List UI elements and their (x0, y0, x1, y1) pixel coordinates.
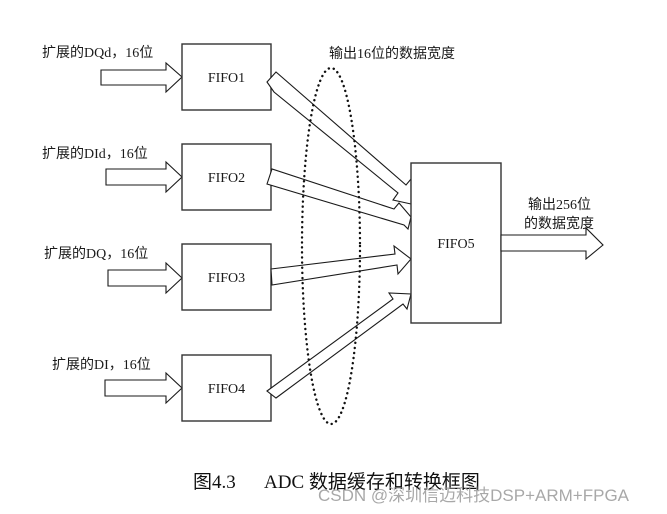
fifo1-label: FIFO1 (208, 71, 245, 86)
fifo5-box (410, 162, 502, 324)
group-width-label: 输出16位的数据宽度 (329, 45, 455, 62)
grouping-ellipse (300, 66, 362, 426)
csdn-watermark: CSDN @深圳信迈科技DSP+ARM+FPGA (318, 486, 630, 505)
input-label-di: 扩展的DI，16位 (52, 357, 151, 373)
fifo3-to-fifo5-arrow (270, 244, 412, 286)
output-width-label-line2: 的数据宽度 (524, 215, 594, 232)
output-arrow (500, 226, 604, 261)
fifo2-label: FIFO2 (208, 171, 245, 186)
input-arrow-2 (105, 160, 183, 194)
input-arrow-3 (107, 261, 183, 295)
input-label-dqd: 扩展的DQd，16位 (42, 45, 153, 61)
fifo3-box (181, 243, 272, 311)
output-width-label-line1: 输出256位 (528, 197, 591, 213)
figure-number: 图4.3 (193, 472, 236, 493)
figure-title: ADC 数据缓存和转换框图 (264, 471, 480, 493)
fifo1-box (181, 43, 272, 111)
input-arrow-1 (100, 61, 183, 94)
input-arrow-4 (104, 371, 183, 405)
fifo4-label: FIFO4 (208, 382, 245, 397)
fifo3-label: FIFO3 (208, 271, 245, 286)
fifo2-box (181, 143, 272, 211)
fifo5-label: FIFO5 (437, 237, 474, 252)
input-label-dq: 扩展的DQ，16位 (44, 246, 148, 262)
input-label-did: 扩展的DId，16位 (42, 146, 148, 162)
fifo4-to-fifo5-arrow (266, 292, 412, 399)
